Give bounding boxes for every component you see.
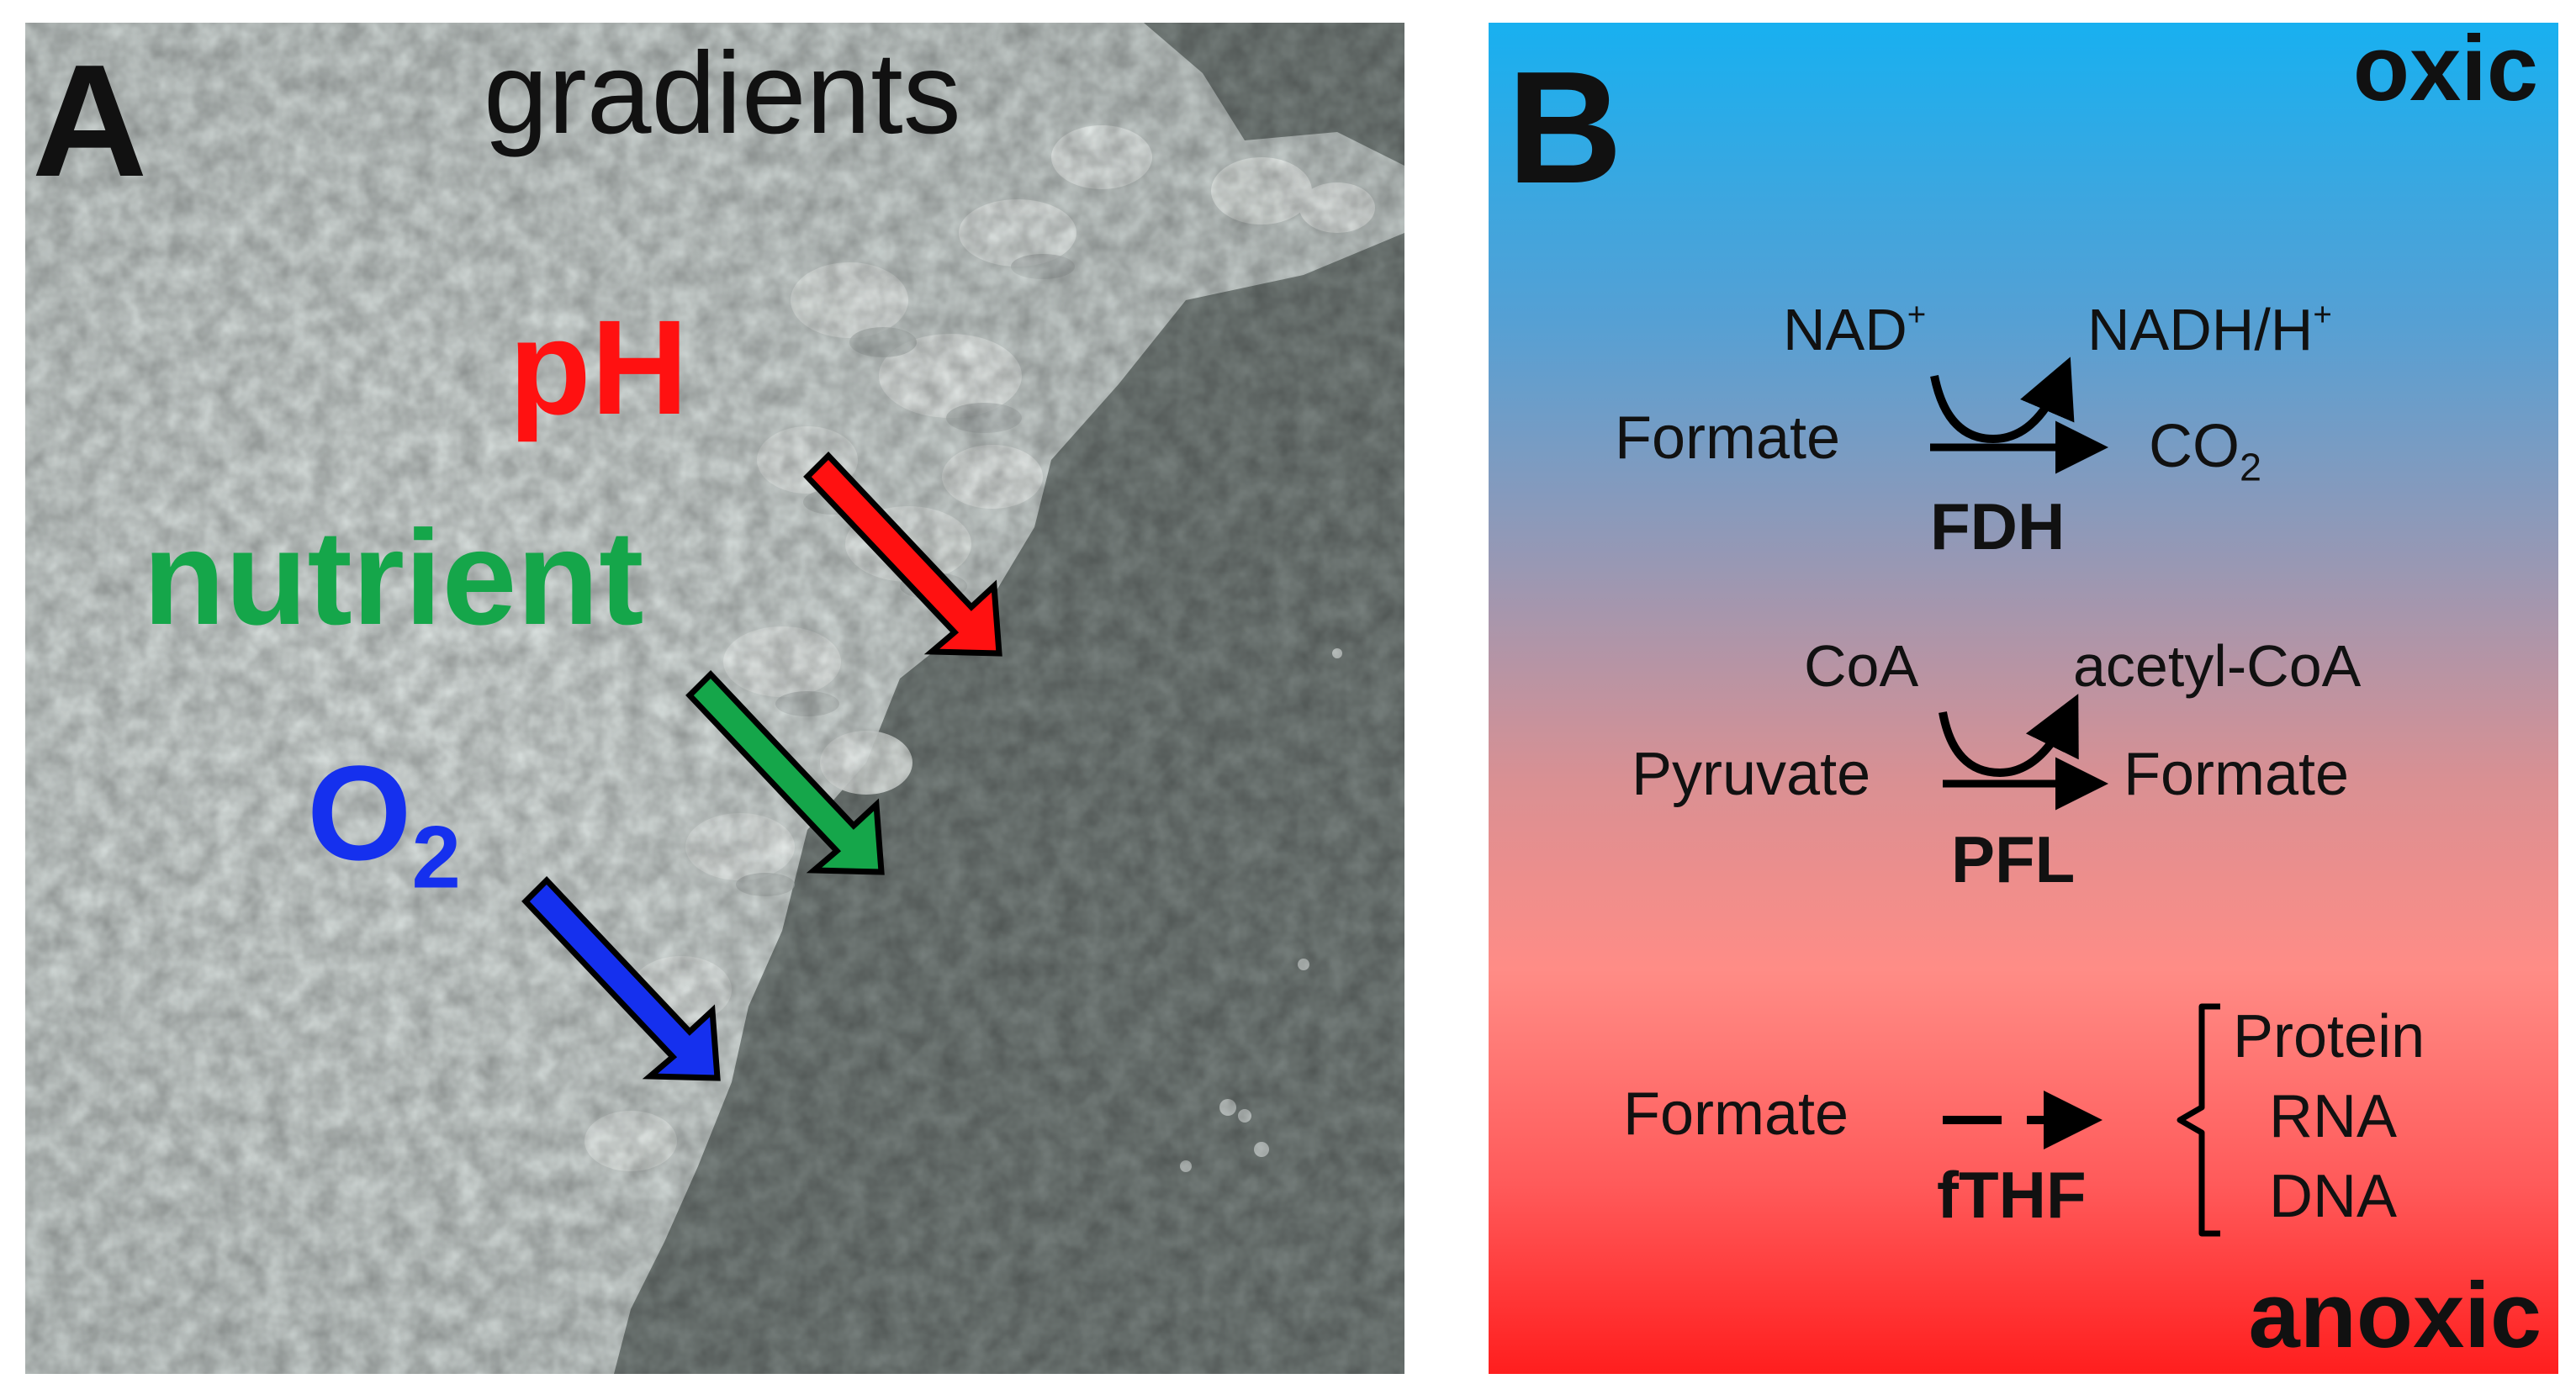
pfl-cofactor-curve xyxy=(1939,694,2079,778)
nadh-cofactor: NADH/H+ xyxy=(2087,297,2332,362)
products-brace xyxy=(2177,1003,2220,1237)
reaction-arrows xyxy=(1930,357,2220,1237)
oxygen-label: O2 xyxy=(307,746,461,902)
formate-product: Formate xyxy=(2124,741,2350,808)
panel-a: A gradients pH nutrient O2 xyxy=(25,23,1404,1374)
formate-substrate: Formate xyxy=(1615,404,1841,472)
oxic-label: oxic xyxy=(2352,23,2538,120)
nutrient-label: nutrient xyxy=(143,502,644,652)
pfl-enzyme: PFL xyxy=(1951,822,2076,896)
fthf-enzyme: fTHF xyxy=(1937,1158,2087,1232)
gradient-arrows xyxy=(521,451,1002,1081)
oxygen-subscript: 2 xyxy=(411,808,461,907)
oxygen-symbol: O xyxy=(307,737,412,888)
panel-label-b: B xyxy=(1507,39,1623,217)
pyruvate-substrate: Pyruvate xyxy=(1632,741,1871,808)
nad-cofactor: NAD+ xyxy=(1783,297,1927,362)
protein-product: Protein xyxy=(2233,1003,2425,1070)
rna-product: RNA xyxy=(2269,1083,2398,1150)
oxygen-gradient-arrow xyxy=(521,875,721,1081)
anoxic-label: anoxic xyxy=(2248,1264,2542,1367)
dna-product: DNA xyxy=(2269,1163,2398,1230)
ph-label: pH xyxy=(509,292,689,442)
co2-product: CO2 xyxy=(2149,413,2262,489)
fdh-enzyme: FDH xyxy=(1930,489,2066,563)
ph-gradient-arrow xyxy=(803,451,1002,657)
panel-b: B oxic anoxic NAD+ NADH/H+ Formate CO2 F… xyxy=(1489,23,2558,1374)
nutrient-gradient-arrow xyxy=(685,669,885,875)
acetyl-coa-cofactor: acetyl-CoA xyxy=(2073,633,2362,699)
panel-label-a: A xyxy=(32,32,148,210)
fdh-cofactor-curve xyxy=(1930,357,2075,444)
formate-substrate-fthf: Formate xyxy=(1623,1080,1849,1148)
panel-a-title: gradients xyxy=(484,29,961,158)
coa-cofactor: CoA xyxy=(1804,633,1919,699)
